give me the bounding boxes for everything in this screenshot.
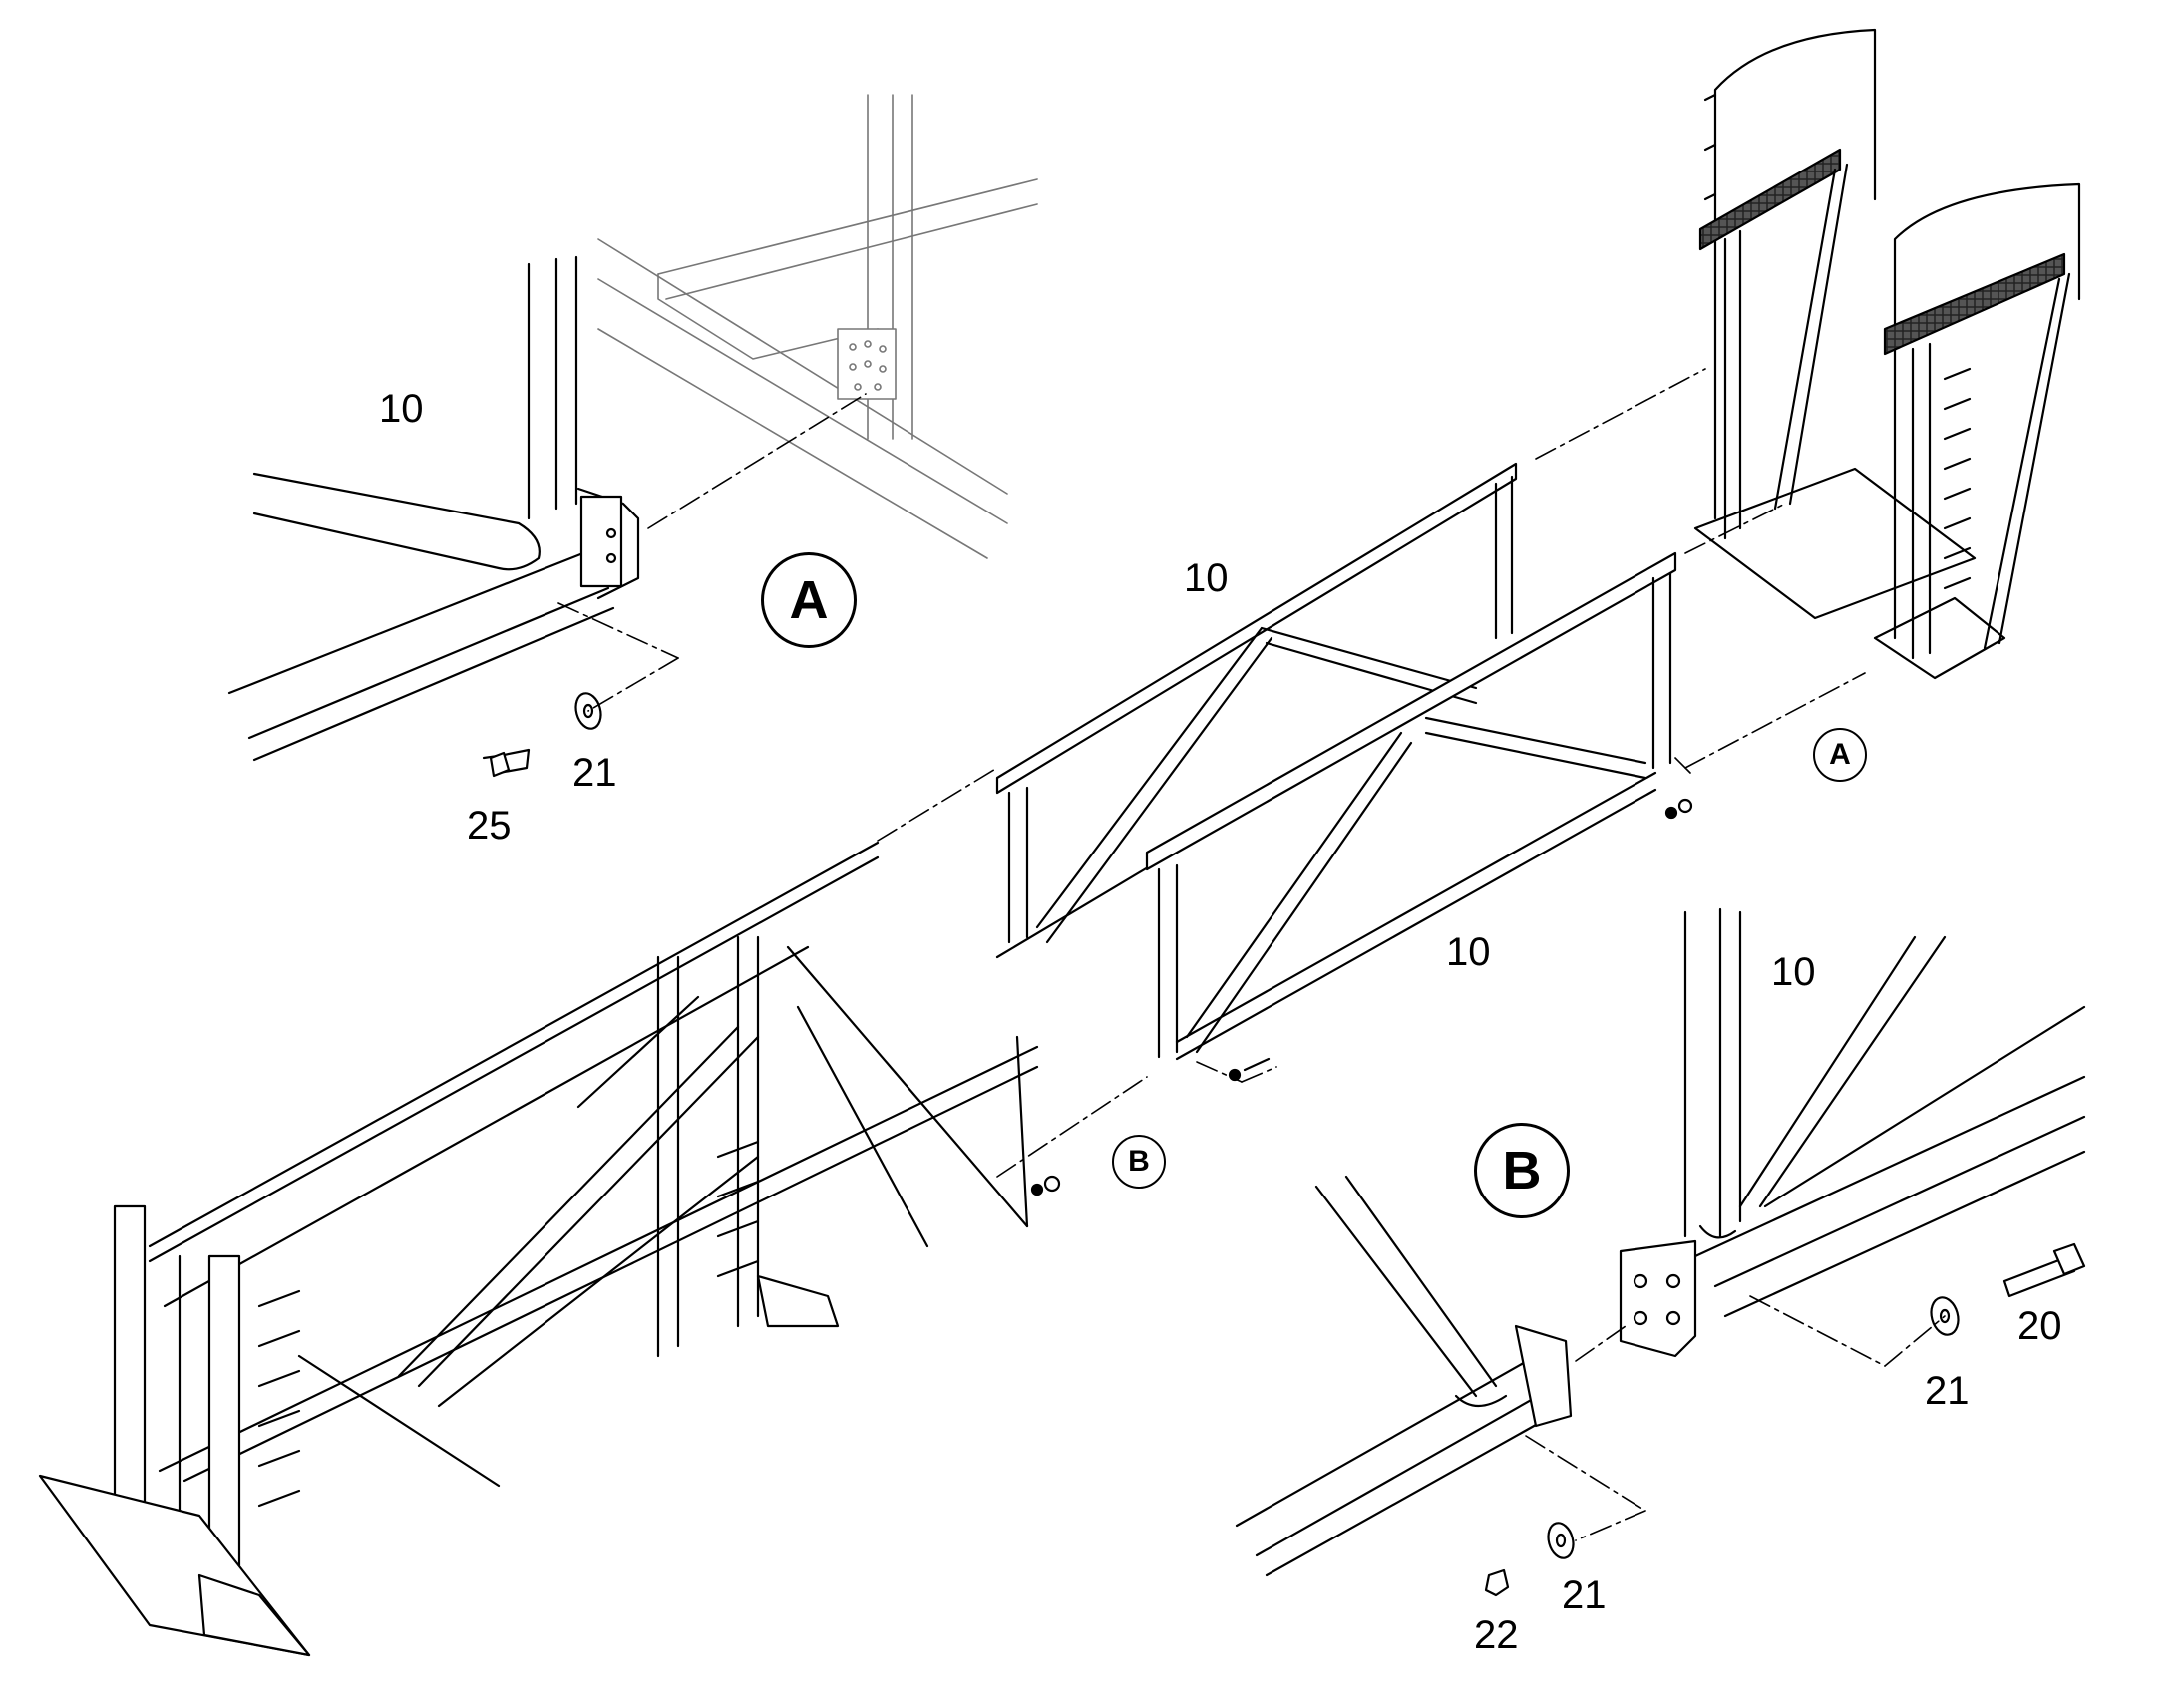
assembly-centerlines	[557, 368, 1946, 1541]
detail-callout-b-small: B	[1112, 1135, 1166, 1189]
detail-callout-b-large: B	[1474, 1123, 1570, 1218]
detail-a-connection	[227, 255, 640, 778]
detail-a-background-frame	[597, 94, 1038, 559]
detail-b-connection	[1235, 907, 2086, 1597]
part-label-22: 22	[1474, 1613, 1519, 1657]
detail-callout-a-small: A	[1813, 728, 1867, 782]
end-frame-assembly	[38, 841, 1039, 1657]
detail-callout-a-large: A	[761, 552, 857, 648]
part-label-25: 25	[467, 804, 512, 848]
truss-section-rear	[995, 462, 1518, 959]
truss-section-front	[1145, 551, 1677, 1061]
loose-hardware	[1030, 798, 1693, 1196]
part-label-10-detail-b: 10	[1771, 950, 1816, 994]
part-label-21-detail-b-bottom: 21	[1562, 1573, 1607, 1617]
part-label-10-detail-a: 10	[379, 387, 424, 431]
part-label-21-detail-a: 21	[572, 751, 617, 795]
part-label-21-detail-b-right: 21	[1925, 1369, 1970, 1413]
part-label-10-truss-rear: 10	[1184, 556, 1229, 600]
part-label-10-truss-front: 10	[1446, 930, 1491, 974]
part-label-20: 20	[2017, 1304, 2062, 1348]
ladder-tower-rear	[1693, 28, 1977, 620]
ladder-tower-front	[1873, 182, 2081, 680]
